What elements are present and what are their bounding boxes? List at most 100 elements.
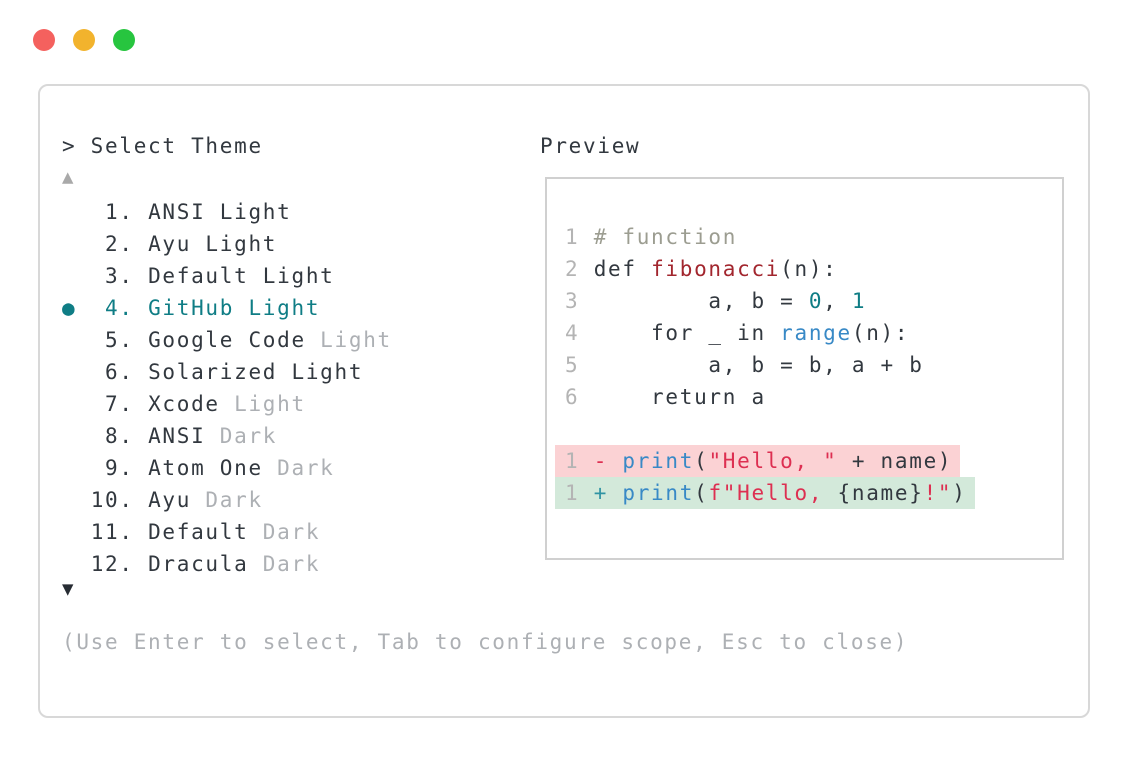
theme-list-item[interactable]: 9. Atom One Dark (62, 452, 392, 484)
theme-name: GitHub Light (148, 296, 321, 320)
code-token: (n): (851, 321, 910, 345)
code-token: , (823, 289, 852, 313)
theme-number: 12. (90, 552, 149, 576)
window-controls (33, 29, 135, 51)
theme-number: 5. (90, 328, 149, 352)
code-line: 1 # function (565, 221, 1062, 253)
theme-variant: Dark (248, 552, 321, 576)
zoom-button[interactable] (113, 29, 135, 51)
theme-variant: Light (305, 328, 392, 352)
marker-space (62, 360, 91, 384)
theme-number: 4. (90, 296, 149, 320)
theme-number: 3. (90, 264, 149, 288)
theme-list-item[interactable]: 1. ANSI Light (62, 196, 392, 228)
theme-list-item[interactable]: 12. Dracula Dark (62, 548, 392, 580)
theme-number: 10. (90, 488, 149, 512)
marker-space (62, 200, 91, 224)
theme-list-item[interactable]: 11. Default Dark (62, 516, 392, 548)
theme-list-item[interactable]: 7. Xcode Light (62, 388, 392, 420)
theme-name: Ayu Light (148, 232, 278, 256)
diff-highlight: 1 - print("Hello, " + name) (555, 445, 961, 477)
code-line: 2 def fibonacci(n): (565, 253, 1062, 285)
theme-number: 1. (90, 200, 149, 224)
theme-picker-dialog: > Select Theme ▲ 1. ANSI Light 2. Ayu Li… (38, 84, 1090, 718)
theme-name: Dracula (148, 552, 249, 576)
theme-list-item[interactable]: 10. Ayu Dark (62, 484, 392, 516)
marker-space (62, 424, 91, 448)
marker-space (62, 552, 91, 576)
theme-number: 11. (90, 520, 149, 544)
theme-name: ANSI Light (148, 200, 292, 224)
code-token: return a (593, 385, 766, 409)
line-number: 1 (565, 481, 594, 505)
code-token: "Hello, " (708, 449, 838, 473)
line-number: 1 (565, 225, 594, 249)
code-token: print (622, 481, 695, 505)
scroll-up-icon[interactable]: ▲ (62, 166, 74, 188)
scroll-down-icon[interactable]: ▼ (62, 578, 74, 600)
diff-line-removed: 1 - print("Hello, " + name) (555, 445, 1062, 477)
theme-variant: Dark (191, 488, 263, 512)
code-token: ) (952, 481, 967, 505)
theme-variant: Dark (205, 424, 278, 448)
line-number: 2 (565, 257, 594, 281)
theme-list-item[interactable]: 2. Ayu Light (62, 228, 392, 260)
code-token: + name) (837, 449, 953, 473)
code-token: # function (593, 225, 738, 249)
code-line: 5 a, b = b, a + b (565, 349, 1062, 381)
theme-number: 8. (90, 424, 149, 448)
code-token: a, b = b, a + b (593, 353, 924, 377)
theme-name: Xcode (148, 392, 220, 416)
code-token: print (622, 449, 695, 473)
code-line: 6 return a (565, 381, 1062, 413)
code-token: 1 (851, 289, 867, 313)
theme-variant: Dark (248, 520, 321, 544)
code-token: range (780, 321, 852, 345)
theme-list-item[interactable]: 8. ANSI Dark (62, 420, 392, 452)
marker-space (62, 328, 91, 352)
theme-list: 1. ANSI Light 2. Ayu Light 3. Default Li… (62, 196, 392, 580)
theme-name: Google Code (148, 328, 306, 352)
line-number: 3 (565, 289, 594, 313)
theme-variant: Dark (262, 456, 335, 480)
close-button[interactable] (33, 29, 55, 51)
code-token: {name} (837, 481, 924, 505)
code-line: 3 a, b = 0, 1 (565, 285, 1062, 317)
line-number: 5 (565, 353, 594, 377)
minimize-button[interactable] (73, 29, 95, 51)
preview-label: Preview (540, 134, 641, 158)
line-number: 6 (565, 385, 594, 409)
theme-list-item[interactable]: 3. Default Light (62, 260, 392, 292)
theme-name: ANSI (148, 424, 206, 448)
marker-space (62, 264, 91, 288)
theme-list-item[interactable]: 5. Google Code Light (62, 324, 392, 356)
marker-space (62, 520, 91, 544)
theme-number: 2. (90, 232, 149, 256)
code-token: for _ in (593, 321, 781, 345)
theme-name: Atom One (148, 456, 263, 480)
code-token: def (593, 257, 652, 281)
code-token: ( (694, 481, 709, 505)
code-line: 4 for _ in range(n): (565, 317, 1062, 349)
theme-number: 9. (90, 456, 149, 480)
help-text: (Use Enter to select, Tab to configure s… (62, 630, 909, 654)
marker-space (62, 392, 91, 416)
theme-list-item[interactable]: ● 4. GitHub Light (62, 292, 392, 324)
marker-space (62, 488, 91, 512)
theme-name: Solarized Light (148, 360, 364, 384)
code-token: !" (923, 481, 953, 505)
line-number: 1 (565, 449, 594, 473)
marker-space (62, 456, 91, 480)
theme-list-item[interactable]: 6. Solarized Light (62, 356, 392, 388)
theme-variant: Light (219, 392, 306, 416)
code-token: + (593, 481, 623, 505)
dialog-title: > Select Theme (62, 134, 263, 158)
code-token: f"Hello, (708, 481, 838, 505)
marker-space (62, 232, 91, 256)
code-token: - (593, 449, 623, 473)
code-line (565, 413, 1062, 445)
theme-name: Default Light (148, 264, 335, 288)
